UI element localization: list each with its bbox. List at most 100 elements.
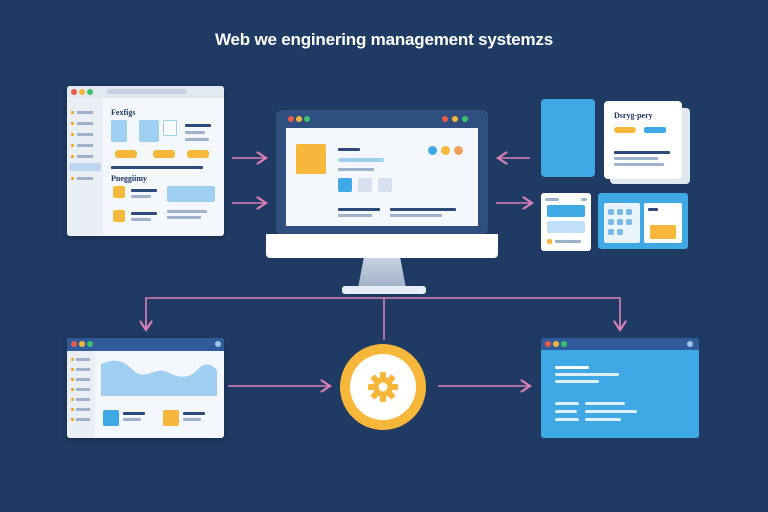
- window-dot: [442, 116, 448, 122]
- sidebar-item: [76, 418, 90, 421]
- sidebar-item: [77, 177, 93, 180]
- sidebar-icon: [71, 418, 74, 421]
- grid-cell: [608, 209, 614, 215]
- sidebar-icon: [71, 398, 74, 401]
- close-dot: [71, 341, 77, 347]
- text-line: [555, 410, 577, 413]
- minimize-dot: [296, 116, 302, 122]
- text-line: [131, 212, 157, 215]
- monitor-chin: [266, 234, 498, 258]
- sidebar-item-active[interactable]: [69, 163, 101, 171]
- sidebar-item: [77, 122, 93, 125]
- text-line: [614, 157, 658, 160]
- card-thumb: [163, 120, 177, 136]
- info-icon[interactable]: [428, 146, 437, 155]
- settings-icon[interactable]: [441, 146, 450, 155]
- window-dot: [462, 116, 468, 122]
- sidebar-icon: [71, 122, 74, 125]
- sidebar-item: [76, 408, 90, 411]
- action-button[interactable]: [153, 150, 175, 158]
- monitor-stand-base: [342, 286, 426, 294]
- mini-window-2: [598, 193, 688, 249]
- doc-card: Dsryg-pery: [604, 101, 682, 179]
- bottom-left-window: [67, 338, 224, 438]
- text-line: [585, 402, 625, 405]
- sidebar-icon: [71, 358, 74, 361]
- text-line: [338, 148, 360, 151]
- text-line: [648, 208, 658, 211]
- text-line: [131, 218, 151, 221]
- window-dot: [452, 116, 458, 122]
- text-line: [614, 151, 670, 154]
- progress-track: [111, 166, 203, 169]
- sidebar-item: [76, 368, 90, 371]
- area-chart: [101, 360, 217, 396]
- text-line: [123, 418, 141, 421]
- grid-cell: [626, 219, 632, 225]
- tile-blue[interactable]: [338, 178, 352, 192]
- close-dot: [288, 116, 294, 122]
- gear-icon: [368, 372, 398, 402]
- text-line: [338, 158, 384, 162]
- list-icon: [113, 210, 125, 222]
- text-line: [555, 418, 579, 421]
- text-line: [338, 168, 374, 171]
- alert-icon[interactable]: [454, 146, 463, 155]
- minimize-dot: [79, 89, 85, 95]
- mini-bar: [545, 198, 559, 201]
- sidebar-icon: [71, 177, 74, 180]
- window-titlebar: [67, 338, 224, 351]
- text-line: [131, 189, 157, 192]
- mini-bar: [581, 198, 587, 201]
- maximize-dot: [304, 116, 310, 122]
- stat-tile-blue[interactable]: [103, 410, 119, 426]
- highlight-box: [650, 225, 676, 239]
- sidebar-icon: [71, 144, 74, 147]
- action-button[interactable]: [187, 150, 209, 158]
- monitor-screen: [286, 116, 478, 226]
- doc-card-label: Dsryg-pery: [614, 111, 653, 120]
- action-button[interactable]: [115, 150, 137, 158]
- sidebar-item: [77, 155, 93, 158]
- section-label-pricing: Pneggiimy: [111, 174, 147, 183]
- top-left-window: Fexfigs Pneggiimy: [67, 86, 224, 236]
- grid-cell: [617, 209, 623, 215]
- tile-grey[interactable]: [358, 178, 372, 192]
- text-line: [614, 163, 664, 166]
- window-dot: [215, 341, 221, 347]
- grid-cell: [608, 219, 614, 225]
- text-line: [585, 410, 637, 413]
- mini-image: [547, 205, 585, 217]
- text-line: [555, 373, 619, 376]
- section-label-settings: Fexfigs: [111, 108, 136, 117]
- text-line: [183, 418, 201, 421]
- window-titlebar: [541, 338, 699, 350]
- tag-orange[interactable]: [614, 127, 636, 133]
- window-dot: [687, 341, 693, 347]
- text-line: [185, 138, 209, 141]
- sidebar: [67, 351, 95, 438]
- text-line: [131, 195, 151, 198]
- mini-image: [547, 221, 585, 233]
- mini-window-1: [541, 193, 591, 251]
- minimize-dot: [553, 341, 559, 347]
- text-line: [183, 412, 205, 415]
- tile-grey[interactable]: [378, 178, 392, 192]
- sidebar-item: [77, 144, 93, 147]
- sidebar-icon: [71, 368, 74, 371]
- tag-blue[interactable]: [644, 127, 666, 133]
- stat-tile-orange[interactable]: [163, 410, 179, 426]
- sidebar-icon: [71, 388, 74, 391]
- text-line: [555, 402, 579, 405]
- text-line: [338, 208, 380, 211]
- sidebar-item: [76, 358, 90, 361]
- card-thumb: [111, 120, 127, 142]
- text-line: [123, 412, 145, 415]
- monitor-neck: [358, 258, 406, 288]
- grid-cell: [608, 229, 614, 235]
- text-line: [585, 418, 621, 421]
- mini-icon: [547, 239, 552, 244]
- sidebar-icon: [71, 111, 74, 114]
- text-line: [338, 214, 372, 217]
- card-thumb: [139, 120, 159, 142]
